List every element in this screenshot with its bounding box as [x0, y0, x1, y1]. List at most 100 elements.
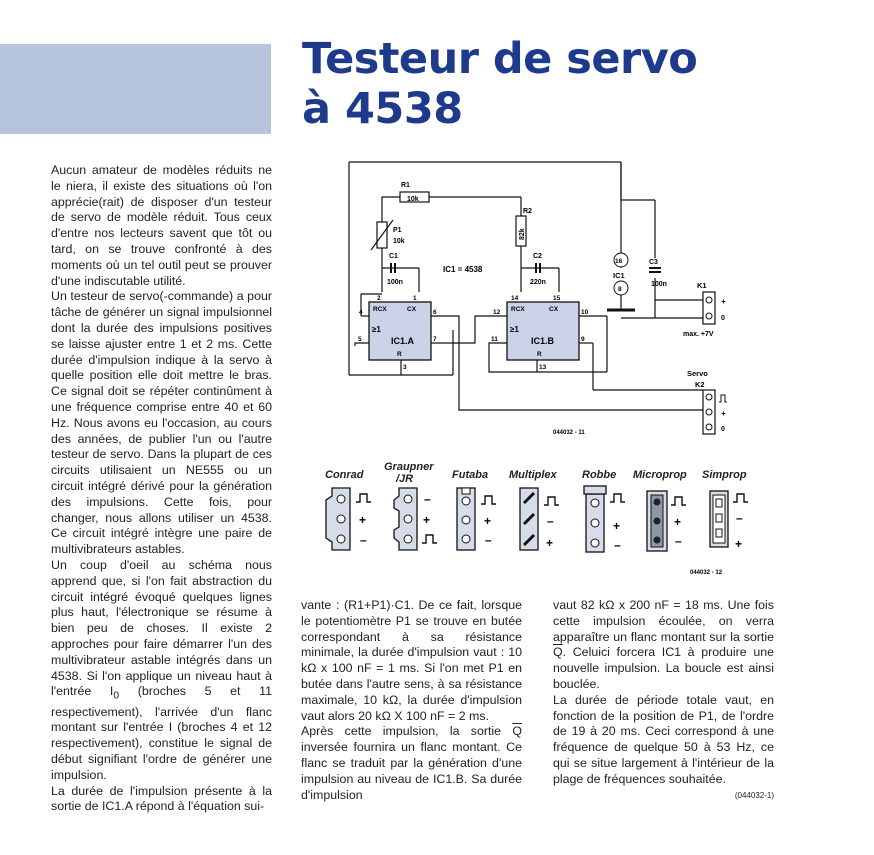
paragraph: vante : (R1+P1)·C1. De ce fait, lorsque …: [301, 598, 522, 723]
futaba-minus: –: [485, 533, 492, 547]
paragraph: La durée de période totale vaut, en fonc…: [553, 692, 774, 786]
ic-type-label: IC1 = 4538: [443, 265, 483, 274]
simprop-minus: –: [736, 511, 743, 525]
pulse-icon: [356, 493, 371, 503]
pin-11: 11: [491, 336, 498, 343]
graupner-minus: –: [424, 492, 431, 506]
c1-value: 100n: [387, 279, 403, 286]
r2-label: R2: [523, 208, 532, 215]
pulse-icon: [719, 394, 727, 403]
brand-futaba: Futaba: [452, 469, 488, 481]
c3-value: 100n: [651, 281, 667, 288]
brand-multiplex: Multiplex: [509, 469, 558, 481]
brand-simprop: Simprop: [702, 469, 747, 481]
ic1b-gate: ≥1: [510, 325, 519, 334]
paragraph-text: (broches 5 et 11 respectivement), l'arri…: [51, 684, 272, 782]
servo-pinout-diagram: Conrad Graupner/JR Futaba Multiplex Robb…: [325, 461, 748, 576]
title-line-2: à 4538: [302, 84, 463, 134]
r1-label: R1: [401, 182, 410, 189]
pulse-icon: [544, 496, 559, 506]
subscript: 0: [113, 690, 120, 702]
ic1a-rcx: RCX: [373, 306, 387, 313]
ic1a-cx: CX: [407, 306, 417, 313]
pin-5: 5: [358, 336, 362, 343]
text-column-1: Aucun amateur de modèles réduits ne le n…: [51, 163, 272, 815]
pin-3: 3: [403, 364, 407, 371]
ic1b-block: [506, 301, 580, 361]
paragraph-text: Après cette impulsion, la sortie: [301, 724, 513, 739]
multiplex-minus: –: [547, 514, 554, 528]
pin-9: 9: [581, 336, 585, 343]
text-column-3: vaut 82 kΩ x 200 nF = 18 ms. Une fois ce…: [553, 598, 774, 802]
pin-12: 12: [493, 309, 501, 316]
robbe-plus: +: [613, 519, 620, 533]
pin-14: 14: [511, 295, 519, 302]
q-bar: Q: [553, 645, 563, 660]
graupner-plus: +: [423, 513, 430, 527]
c2-label: C2: [533, 253, 542, 260]
k1-zero: 0: [721, 315, 725, 322]
schematic-code: 044032 - 11: [553, 430, 585, 436]
multiplex-plus: +: [546, 536, 553, 550]
ic1b-label: IC1.B: [531, 336, 555, 346]
robbe-minus: –: [614, 538, 621, 552]
brand-microprop: Microprop: [633, 469, 687, 481]
pin-6: 6: [433, 309, 437, 316]
paragraph: vaut 82 kΩ x 200 nF = 18 ms. Une fois ce…: [553, 598, 774, 693]
brand-graupner: Graupner/JR: [384, 461, 434, 485]
pulse-icon: [671, 496, 686, 506]
pin-7: 7: [433, 336, 437, 343]
pulse-icon: [481, 495, 496, 505]
futaba-plus: +: [484, 514, 491, 528]
brand-graupner-line1: Graupner: [384, 461, 434, 473]
circuit-schematic: R1 10k P1 10k R2 82k C1 100n C2 220n C3 …: [348, 161, 727, 436]
k2-plus: +: [721, 409, 726, 418]
k1-plus: +: [721, 297, 726, 306]
ic1a-r: R: [397, 351, 402, 358]
pinout-code: 044032 - 12: [690, 570, 723, 576]
p1-label: P1: [393, 227, 402, 234]
conrad-minus: –: [360, 533, 367, 547]
article-reference: (044032-1): [734, 790, 774, 800]
r1-value: 10k: [407, 196, 419, 203]
servo-label: Servo: [687, 369, 708, 378]
paragraph-text: . Celuici forcera IC1 à produire une nou…: [553, 645, 774, 691]
k2-zero: 0: [721, 426, 725, 433]
microprop-minus: –: [675, 534, 682, 548]
microprop-plus: +: [674, 515, 681, 529]
c3-label: C3: [649, 259, 658, 266]
page-title: Testeur de servo à 4538: [302, 34, 698, 134]
conrad-plus: +: [359, 513, 366, 527]
paragraph-text: vaut 82 kΩ x 200 nF = 18 ms. Une fois ce…: [553, 598, 774, 644]
paragraph: La durée de l'impulsion présente à la so…: [51, 783, 272, 814]
text-column-2: vante : (R1+P1)·C1. De ce fait, lorsque …: [301, 598, 522, 803]
brand-graupner-line2: /JR: [395, 473, 413, 485]
paragraph: Un coup d'oeil au schéma nous apprend qu…: [51, 558, 272, 784]
paragraph: Aucun amateur de modèles réduits ne le n…: [51, 163, 272, 288]
p1-value: 10k: [393, 238, 405, 245]
header-banner: [0, 44, 271, 134]
c2-value: 220n: [530, 279, 546, 286]
brand-robbe: Robbe: [582, 469, 616, 481]
ic1b-r: R: [537, 351, 542, 358]
paragraph-text: Un coup d'oeil au schéma nous apprend qu…: [51, 557, 272, 699]
ic1b-cx: CX: [549, 306, 559, 313]
ic1b-rcx: RCX: [511, 306, 525, 313]
r2-value: 82k: [519, 228, 526, 240]
k2-label: K2: [695, 380, 705, 389]
k1-max-voltage: max. +7V: [683, 331, 714, 338]
brand-conrad: Conrad: [325, 469, 364, 481]
q-bar: Q: [512, 724, 522, 739]
pin-8: 8: [618, 286, 622, 293]
pin-2: 2: [377, 295, 381, 302]
ic1a-block: [368, 301, 432, 361]
pin-15: 15: [553, 295, 561, 302]
paragraph: Un testeur de servo(-commande) a pour tâ…: [51, 289, 272, 557]
simprop-plus: +: [735, 537, 742, 551]
paragraph-text: inversée fournira un flanc montant. Ce f…: [301, 740, 522, 802]
pin-10: 10: [581, 309, 589, 316]
pulse-icon: [733, 493, 748, 503]
paragraph: Après cette impulsion, la sortie Q inver…: [301, 724, 522, 803]
pin-16: 16: [615, 258, 623, 265]
pin-13: 13: [539, 364, 547, 371]
